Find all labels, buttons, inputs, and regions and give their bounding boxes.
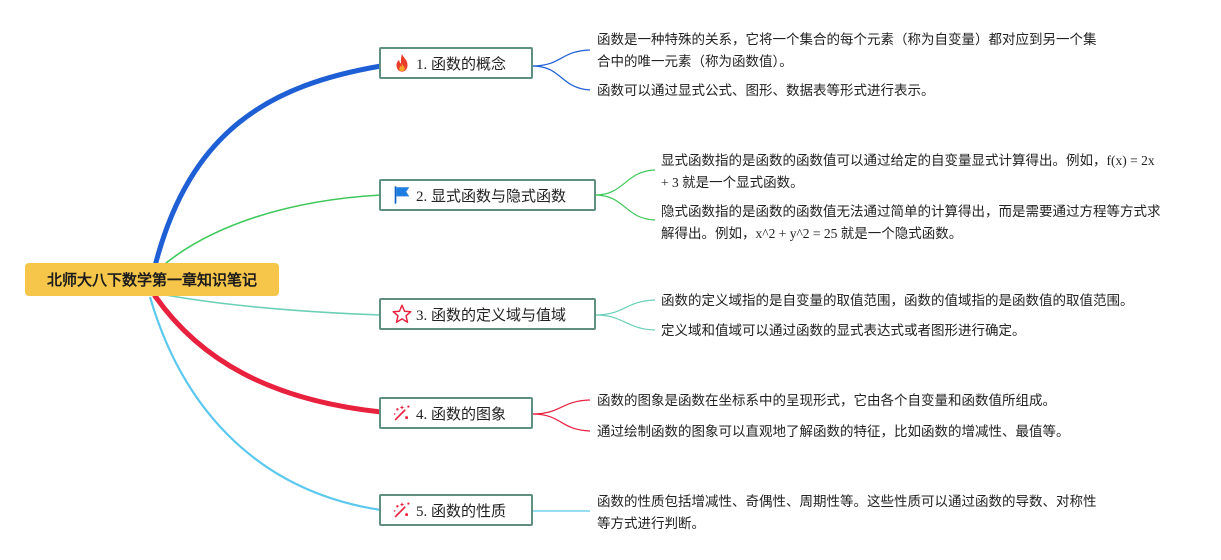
subbranch-3b bbox=[594, 314, 656, 331]
subbranch-3a bbox=[594, 299, 656, 316]
magic-wand-icon bbox=[391, 402, 413, 424]
branch-2 bbox=[159, 194, 382, 269]
topic-domain-range[interactable]: 3. 函数的定义域与值域 bbox=[379, 298, 596, 330]
topic-function-graph[interactable]: 4. 函数的图象 bbox=[379, 397, 533, 429]
root-topic[interactable]: 北师大八下数学第一章知识笔记 bbox=[25, 263, 279, 296]
topic-label: 5. 函数的性质 bbox=[416, 503, 507, 520]
branch-4 bbox=[152, 293, 384, 415]
subbranch-2b bbox=[594, 194, 656, 221]
branch-5 bbox=[148, 296, 382, 512]
magic-wand-icon bbox=[391, 499, 413, 521]
flag-icon bbox=[391, 184, 413, 206]
note-2-1: 显式函数指的是函数的函数值可以通过给定的自变量显式计算得出。例如，f(x) = … bbox=[661, 153, 1155, 190]
root-title: 北师大八下数学第一章知识笔记 bbox=[46, 271, 257, 289]
topic-label: 1. 函数的概念 bbox=[416, 56, 507, 73]
subbranch-4a bbox=[531, 399, 591, 415]
topic-label: 3. 函数的定义域与值域 bbox=[416, 307, 567, 324]
note-5-1: 函数的性质包括增减性、奇偶性、周期性等。这些性质可以通过函数的导数、对称性等方式… bbox=[597, 494, 1097, 531]
branch-1 bbox=[152, 63, 384, 269]
topic-label: 4. 函数的图象 bbox=[416, 406, 507, 423]
topic-function-properties[interactable]: 5. 函数的性质 bbox=[379, 494, 533, 526]
note-1-1: 函数是一种特殊的关系，它将一个集合的每个元素（称为自变量）都对应到另一个集合中的… bbox=[597, 32, 1097, 69]
topic-label: 2. 显式函数与隐式函数 bbox=[416, 188, 567, 205]
note-4-1: 函数的图象是函数在坐标系中的呈现形式，它由各个自变量和函数值所组成。 bbox=[597, 393, 1056, 408]
topic-explicit-implicit[interactable]: 2. 显式函数与隐式函数 bbox=[379, 179, 596, 211]
star-icon bbox=[391, 303, 413, 325]
note-2-2: 隐式函数指的是函数的函数值无法通过简单的计算得出，而是需要通过方程等方式求解得出… bbox=[661, 204, 1161, 241]
branch-3 bbox=[159, 293, 382, 316]
note-4-2: 通过绘制函数的图象可以直观地了解函数的特征，比如函数的增减性、最值等。 bbox=[597, 424, 1070, 439]
subbranch-1b bbox=[531, 65, 591, 91]
subbranch-1a bbox=[531, 49, 591, 67]
note-3-1: 函数的定义域指的是自变量的取值范围，函数的值域指的是函数值的取值范围。 bbox=[661, 293, 1134, 308]
subbranch-2a bbox=[594, 169, 656, 196]
fire-icon bbox=[391, 52, 413, 74]
subbranch-4b bbox=[531, 413, 591, 432]
note-1-2: 函数可以通过显式公式、图形、数据表等形式进行表示。 bbox=[597, 83, 935, 98]
topic-function-concept[interactable]: 1. 函数的概念 bbox=[379, 47, 533, 79]
note-3-2: 定义域和值域可以通过函数的显式表达式或者图形进行确定。 bbox=[661, 323, 1026, 338]
